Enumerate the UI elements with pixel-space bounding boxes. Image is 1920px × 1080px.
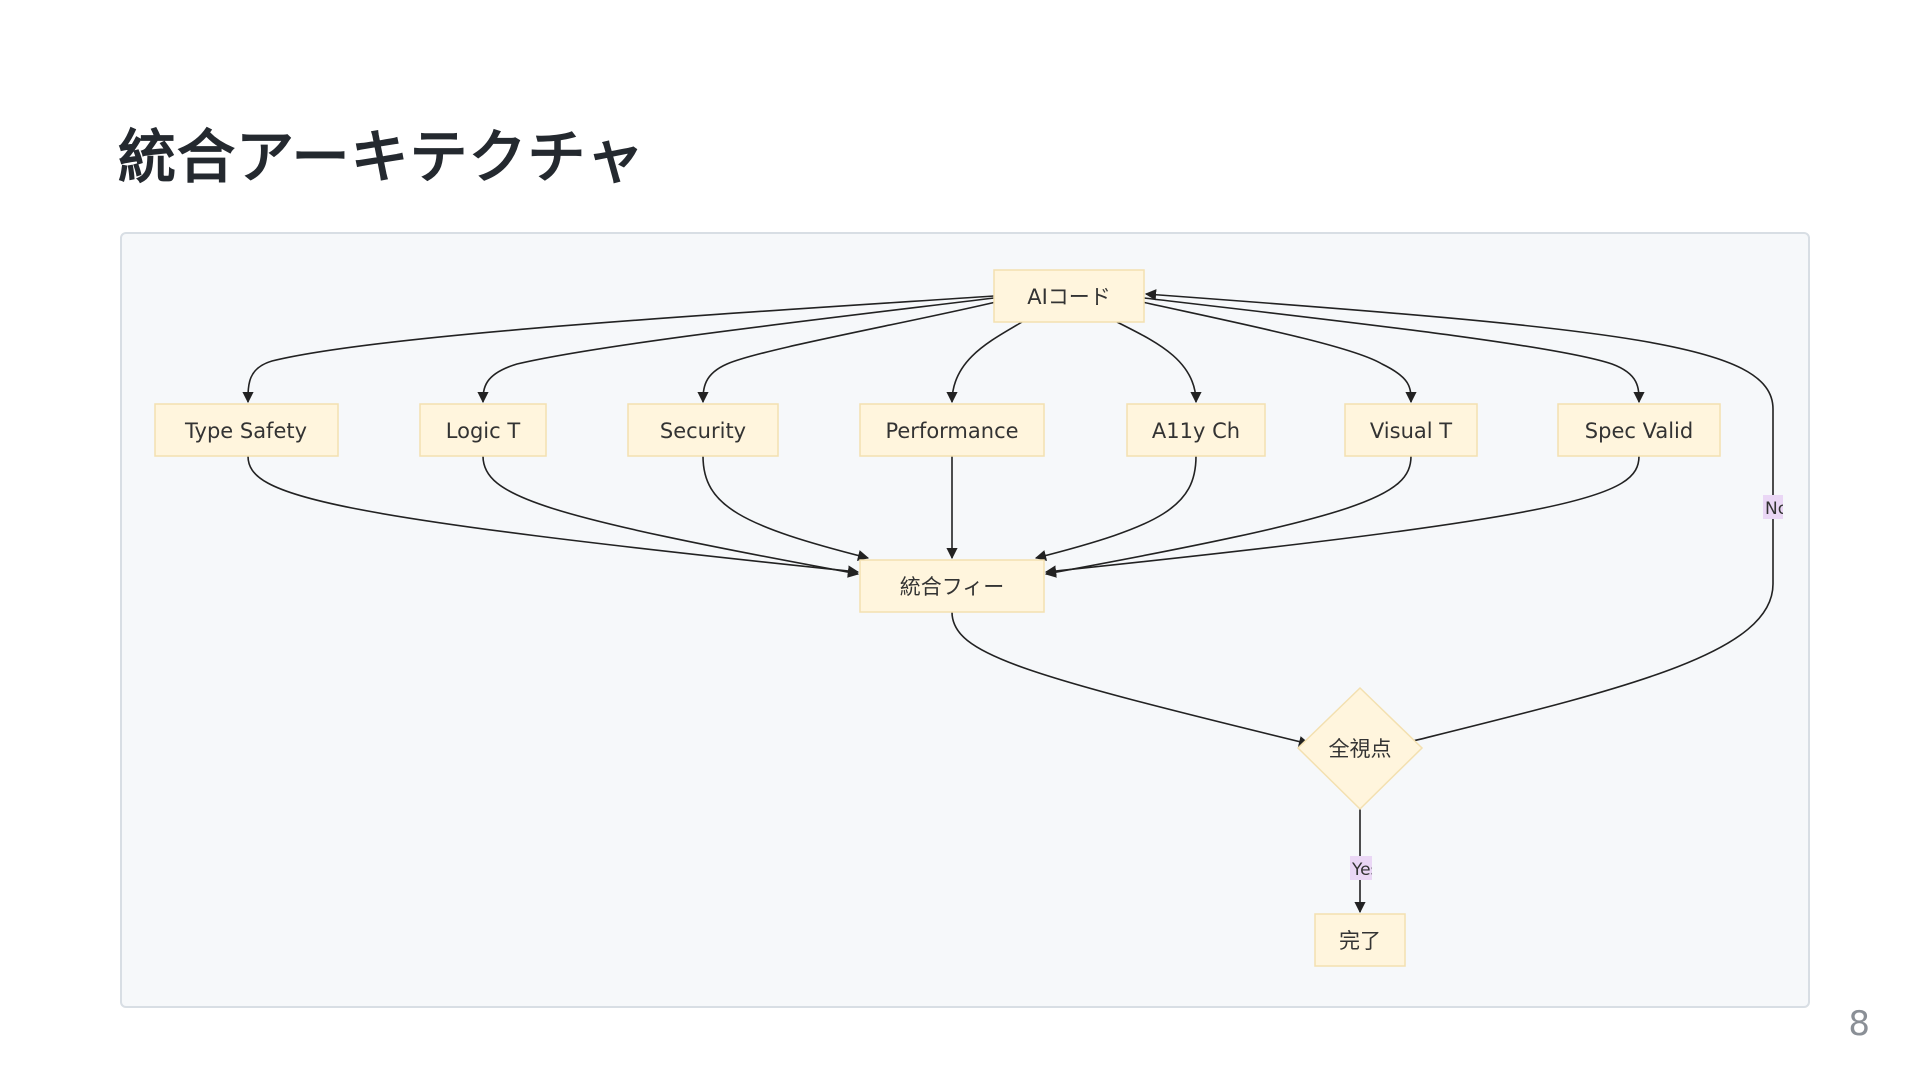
node-performance-label: Performance xyxy=(885,419,1018,443)
node-spec: Spec Valid xyxy=(1557,403,1721,457)
node-ai-code-label: AIコード xyxy=(1027,285,1111,309)
node-a11y: A11y Ch xyxy=(1126,403,1266,457)
node-visual: Visual T xyxy=(1344,403,1478,457)
node-performance: Performance xyxy=(859,403,1045,457)
node-done-label: 完了 xyxy=(1339,929,1381,953)
node-security: Security xyxy=(627,403,779,457)
diagram-panel: AIコード Type Safety Logic T Security Perfo… xyxy=(120,232,1810,1008)
edge-ai-to-performance xyxy=(946,321,1023,404)
edge-ai-to-type-safety xyxy=(242,295,995,404)
edge-ai-to-logic xyxy=(477,297,995,404)
node-type-safety: Type Safety xyxy=(154,403,339,457)
node-type-safety-label: Type Safety xyxy=(184,419,307,443)
edge-type-safety-to-feedback xyxy=(247,455,860,577)
edge-visual-to-feedback xyxy=(1044,455,1412,578)
edge-ai-to-spec xyxy=(1143,297,1645,404)
flowchart: AIコード Type Safety Logic T Security Perfo… xyxy=(154,269,1788,967)
slide-title: 統合アーキテクチャ xyxy=(118,123,645,191)
node-ai-code: AIコード xyxy=(993,269,1145,323)
edge-security-to-feedback xyxy=(702,455,870,561)
node-done: 完了 xyxy=(1314,913,1406,967)
node-feedback: 統合フィー xyxy=(859,559,1045,613)
edge-label-no: No xyxy=(1763,495,1788,519)
edge-feedback-to-decision xyxy=(951,611,1311,748)
edge-label-no-text: No xyxy=(1765,499,1788,519)
edge-logic-to-feedback xyxy=(482,455,860,578)
edge-a11y-to-feedback xyxy=(1034,455,1197,561)
node-spec-label: Spec Valid xyxy=(1585,419,1693,443)
node-decision: 全視点 xyxy=(1296,686,1424,811)
edge-ai-to-a11y xyxy=(1116,321,1202,404)
node-logic: Logic T xyxy=(419,403,547,457)
page-number: 8 xyxy=(1848,1004,1870,1044)
node-logic-label: Logic T xyxy=(446,419,521,443)
node-visual-label: Visual T xyxy=(1370,419,1452,443)
edge-ai-to-security xyxy=(697,301,997,404)
node-a11y-label: A11y Ch xyxy=(1152,419,1240,443)
node-security-label: Security xyxy=(660,419,746,443)
node-decision-label: 全視点 xyxy=(1329,737,1392,761)
edge-label-yes: Yes xyxy=(1350,856,1380,880)
edge-decision-no-to-ai xyxy=(1144,289,1774,743)
edge-ai-to-visual xyxy=(1141,301,1417,404)
edge-spec-to-feedback xyxy=(1044,455,1640,577)
edge-label-yes-text: Yes xyxy=(1351,860,1380,880)
node-feedback-label: 統合フィー xyxy=(900,575,1005,599)
